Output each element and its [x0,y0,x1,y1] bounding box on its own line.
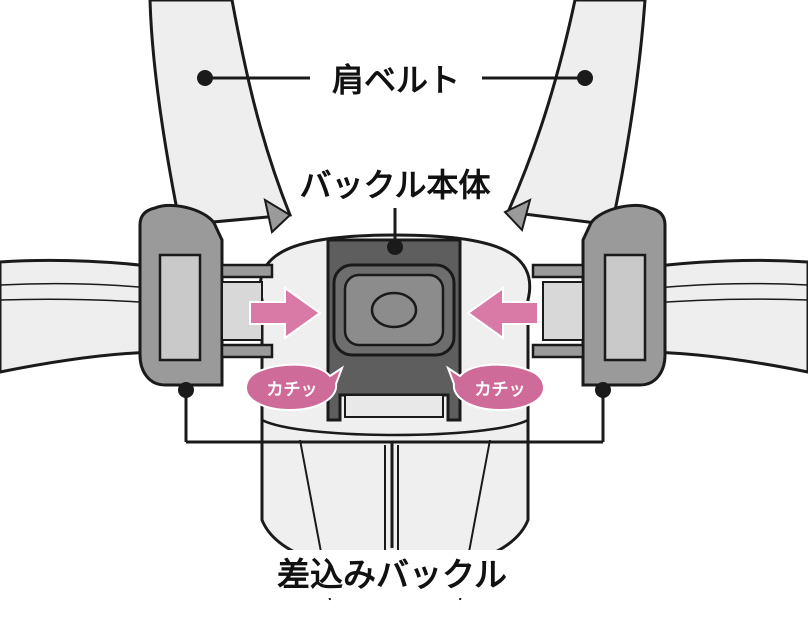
click-sound-right-text: カチッ [475,380,526,400]
leader-lines [184,76,605,548]
shoulder-belt-label: 肩ベルト [332,61,460,99]
click-sound-left-text: カチッ [267,380,318,400]
arrow-right-icon [249,286,322,340]
shoulder-belt-right [503,0,647,232]
arrow-left-icon [466,286,539,340]
buckle-body [326,238,462,422]
shoulder-belt-left [148,0,293,234]
click-bubble-left: カチッ [244,363,345,412]
insert-buckle-label-bg [268,550,516,598]
insert-buckle-label: 差込みバックル [277,555,507,594]
click-bubble-right: カチッ [445,363,546,412]
buckle-body-label-bg [290,160,500,206]
buckle-body-label: バックル本体 [299,166,490,204]
leader-dots [178,70,611,398]
insert-buckle-left [138,203,274,387]
shoulder-belt-label-bg [310,55,482,101]
insert-buckle-right [531,203,667,387]
